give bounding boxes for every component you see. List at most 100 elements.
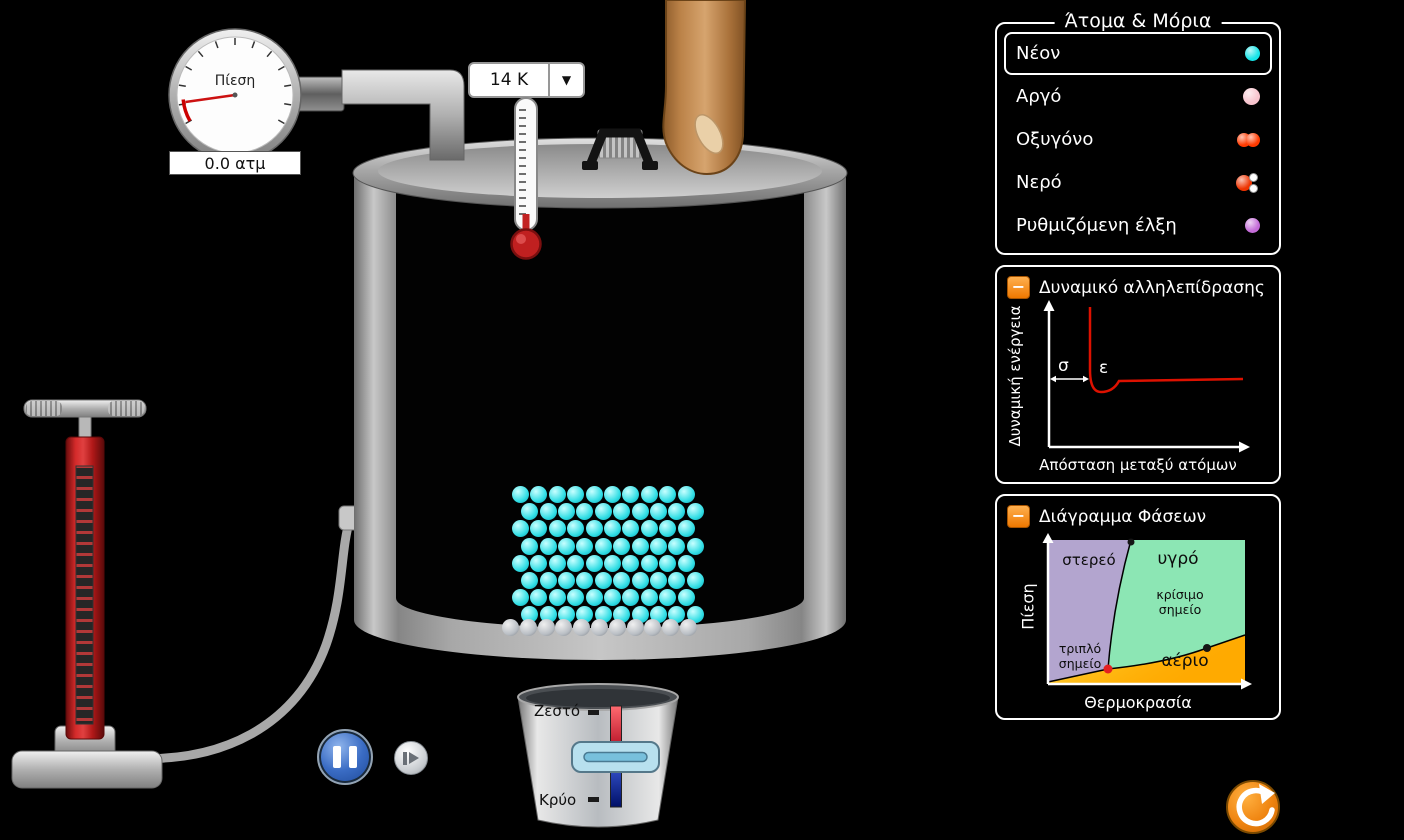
- sigma-label: σ: [1058, 356, 1069, 376]
- water-molecule-icon: [1236, 172, 1260, 194]
- particle: [659, 589, 677, 607]
- gauge-label: Πίεση: [214, 73, 256, 89]
- particle: [677, 589, 695, 607]
- particle: [512, 520, 529, 538]
- collapse-button[interactable]: −: [1007, 505, 1030, 528]
- particle: [626, 619, 644, 636]
- particle: [622, 486, 640, 503]
- particle: [512, 486, 529, 503]
- adjustable-atom-icon: [1245, 218, 1260, 233]
- triple-point-label: τριπλό σημείο: [1058, 641, 1102, 671]
- atom-option-argon[interactable]: Αργό: [1004, 75, 1272, 118]
- phase-x-axis-label: Θερμοκρασία: [1084, 693, 1192, 712]
- hot-label: Ζεστό: [534, 702, 581, 720]
- particle: [567, 486, 585, 503]
- temperature-dropdown[interactable]: 14 K ▼: [468, 62, 585, 98]
- particle: [640, 520, 658, 538]
- pause-button[interactable]: [317, 729, 373, 785]
- particle: [573, 619, 591, 636]
- critical-point-label: κρίσιμο σημείο: [1156, 587, 1204, 617]
- particle: [644, 619, 662, 636]
- particle: [631, 572, 649, 589]
- potential-y-axis-label: Δυναμική ενέργεια: [1006, 305, 1024, 447]
- particle: [613, 572, 631, 589]
- particle: [585, 589, 603, 607]
- particle: [539, 537, 557, 555]
- particle: [594, 537, 612, 555]
- chevron-down-icon[interactable]: ▼: [548, 64, 583, 96]
- cold-label: Κρύο: [539, 791, 577, 809]
- particle: [594, 503, 612, 521]
- atom-option-adjustable[interactable]: Ρυθμιζόμενη έλξη: [1004, 204, 1272, 247]
- particle: [668, 537, 686, 555]
- atom-label: Οξυγόνο: [1016, 129, 1094, 150]
- pause-icon: [333, 746, 341, 768]
- liquid-region-label: υγρό: [1157, 549, 1199, 569]
- thermometer: [510, 97, 542, 260]
- solid-region: [1048, 540, 1131, 682]
- atom-option-oxygen[interactable]: Οξυγόνο: [1004, 118, 1272, 161]
- particle: [659, 486, 677, 503]
- particle: [567, 520, 585, 538]
- particle: [650, 503, 667, 521]
- neon-atom-icon: [1245, 46, 1260, 61]
- particle: [613, 503, 631, 521]
- particle: [631, 537, 649, 555]
- particle: [662, 619, 680, 636]
- particle: [677, 554, 695, 572]
- atom-label: Νερό: [1016, 172, 1062, 193]
- particle: [576, 572, 594, 589]
- collapse-button[interactable]: −: [1007, 276, 1030, 299]
- critical-point: [1203, 644, 1211, 652]
- lid-handle[interactable]: [582, 128, 658, 170]
- particle: [613, 537, 631, 555]
- step-button[interactable]: [394, 741, 428, 775]
- atom-option-neon[interactable]: Νέον: [1004, 32, 1272, 75]
- atom-label: Νέον: [1016, 43, 1061, 64]
- reset-icon: [1236, 784, 1275, 827]
- particle: [659, 554, 677, 572]
- atom-option-water[interactable]: Νερό: [1004, 161, 1272, 204]
- bicycle-pump: [11, 399, 163, 789]
- pump-window: [75, 465, 94, 725]
- particle: [640, 589, 658, 607]
- particle: [622, 554, 640, 572]
- atoms-molecules-panel: Άτομα & Μόρια Νέον Αργό Οξυγόνο Νερό Ρυθ…: [995, 10, 1281, 255]
- particle: [558, 537, 575, 555]
- step-icon: [403, 751, 407, 765]
- particle: [530, 589, 548, 607]
- pump-hose: [110, 514, 355, 764]
- particle: [585, 486, 603, 503]
- liquid-region: [1108, 540, 1245, 669]
- temperature-value: 14 K: [489, 70, 529, 90]
- particle: [668, 572, 686, 589]
- panel-title: Διάγραμμα Φάσεων: [1039, 506, 1207, 527]
- argon-atom-icon: [1243, 88, 1260, 105]
- particle: [555, 619, 573, 636]
- gas-region-label: αέριο: [1161, 651, 1209, 671]
- particle-container: [352, 137, 848, 660]
- particle: [530, 554, 548, 572]
- gauge-value: 0.0 ατμ: [169, 151, 301, 175]
- particle: [622, 520, 640, 538]
- particle: [539, 503, 557, 521]
- particle: [521, 503, 539, 521]
- reset-button[interactable]: [1226, 780, 1280, 834]
- particle: [604, 589, 621, 607]
- particle: [686, 572, 704, 589]
- particle: [585, 520, 603, 538]
- interaction-potential-panel: − Δυναμικό αλληλεπίδρασης σ ε Δυναμική ε…: [995, 265, 1281, 484]
- particle: [604, 554, 621, 572]
- phase-diagram-graph: [1042, 533, 1252, 690]
- particle: [519, 619, 537, 636]
- particle: [558, 503, 575, 521]
- particle: [585, 554, 603, 572]
- potential-x-axis-label: Απόσταση μεταξύ ατόμων: [1039, 456, 1237, 474]
- particle: [650, 572, 667, 589]
- finger[interactable]: [662, 0, 747, 176]
- pressure-gauge: Πίεση: [167, 27, 303, 163]
- particle: [512, 589, 529, 607]
- particle: [686, 503, 704, 521]
- fingernail: [694, 114, 724, 154]
